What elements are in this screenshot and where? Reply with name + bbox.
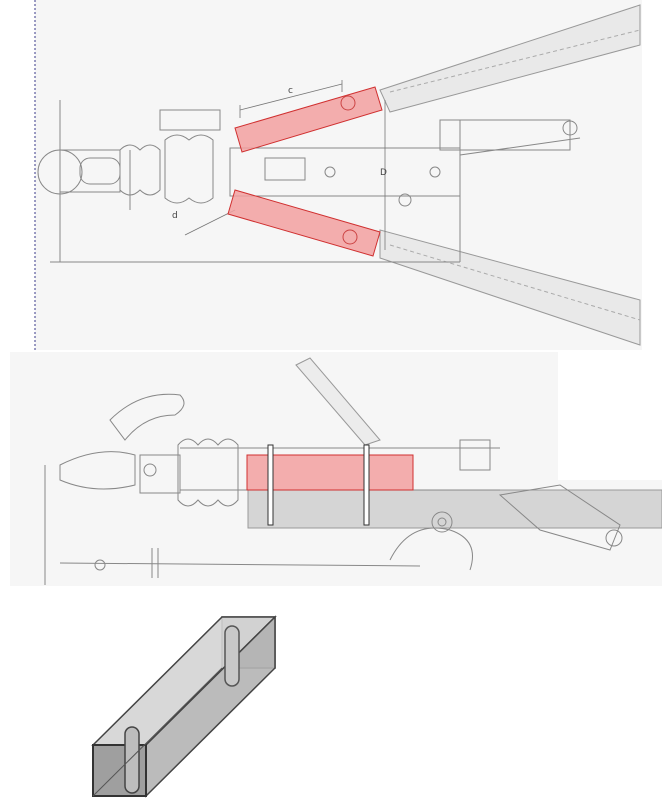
upper-bracket-highlight xyxy=(234,86,383,153)
side-drawbar-tube xyxy=(247,489,662,529)
lower-arm-dash xyxy=(389,244,641,321)
upper-arm-dash xyxy=(389,29,641,93)
lower-drawbar-arm xyxy=(379,229,641,346)
side-bracket-highlight xyxy=(246,454,414,491)
tube-pin-front xyxy=(124,726,140,794)
upper-bracket-bolt xyxy=(340,95,356,111)
tube-pin-back xyxy=(224,625,240,687)
dimension-label-d: d xyxy=(172,211,178,221)
central-housing-top xyxy=(50,100,581,263)
side-bolt-left xyxy=(267,444,274,526)
top-view-drawing: c d D xyxy=(34,0,642,350)
upper-drawbar-arm xyxy=(379,4,641,113)
diagonal-strut xyxy=(295,357,381,446)
tube-edge-line xyxy=(92,667,223,797)
square-tube-3d-model xyxy=(91,615,277,798)
dimension-lines-top xyxy=(184,80,386,250)
side-bolt-right xyxy=(363,444,370,526)
lower-bracket-bolt xyxy=(342,229,358,245)
lower-bracket-highlight xyxy=(227,189,381,257)
small-mark-d: D xyxy=(380,168,387,178)
side-view-drawing xyxy=(10,352,662,586)
dimension-label-c: c xyxy=(288,86,293,96)
lower-mechanism-side xyxy=(59,484,623,578)
